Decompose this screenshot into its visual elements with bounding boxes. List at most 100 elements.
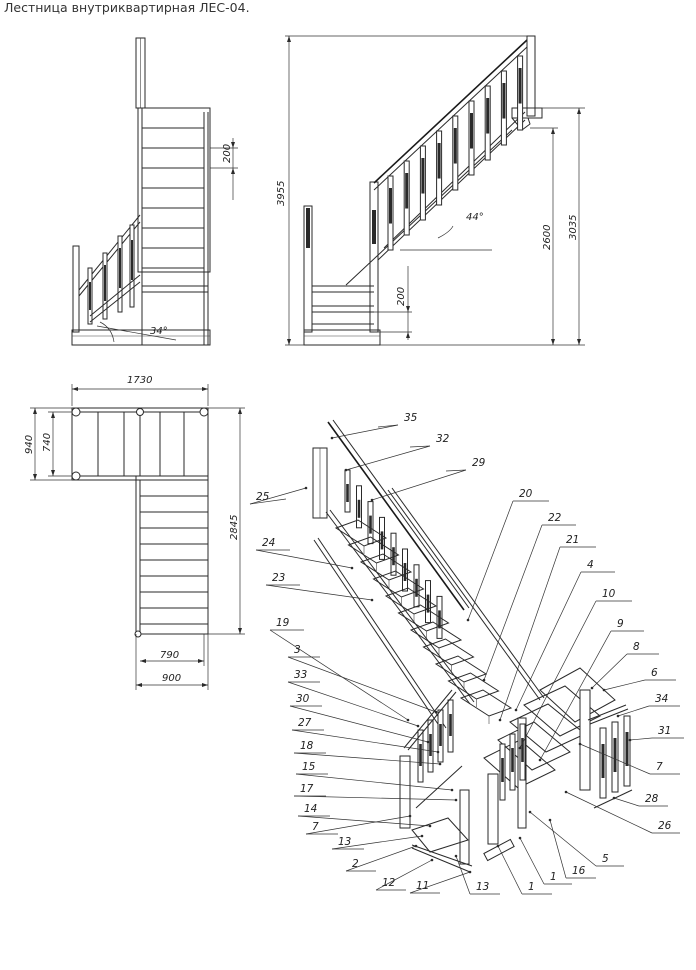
callout-leader xyxy=(255,549,353,569)
callout-arrow xyxy=(350,566,354,570)
callout-leader xyxy=(345,445,431,471)
callout-arrow xyxy=(482,678,486,682)
callout-label: 34 xyxy=(655,693,668,705)
callout-arrow xyxy=(578,742,582,746)
callout-arrow xyxy=(426,740,430,744)
callout-leader xyxy=(499,546,561,721)
callout-arrow xyxy=(454,854,458,858)
front-elevation-view: 34° 200 xyxy=(71,37,238,346)
callout-leader xyxy=(345,845,417,872)
callout-leader xyxy=(565,791,653,834)
callout-arrow xyxy=(420,834,424,838)
callout-leader xyxy=(371,469,467,501)
callout-leader xyxy=(539,630,612,761)
callout-underline xyxy=(249,498,287,505)
callout-label: 27 xyxy=(298,717,312,729)
callout-arrow xyxy=(466,618,470,622)
callout-leader xyxy=(269,629,409,721)
callout-label: 2 xyxy=(352,858,359,870)
callout-label: 7 xyxy=(312,821,319,833)
callout-underline xyxy=(445,469,467,472)
callout-label: 16 xyxy=(572,865,586,877)
callout-arrow xyxy=(454,798,458,802)
callout-arrow xyxy=(370,498,374,502)
callout-leader xyxy=(591,653,628,689)
callout-arrow xyxy=(436,750,440,754)
dim-total-height: 3955 xyxy=(276,181,287,206)
callout-arrow xyxy=(564,790,568,794)
callout-label: 31 xyxy=(658,725,671,737)
callout-leader xyxy=(617,705,650,717)
callout-arrow xyxy=(416,724,420,728)
callout-leader xyxy=(497,845,523,895)
callout-leader xyxy=(515,571,582,711)
callout-arrow xyxy=(406,718,410,722)
callout-arrow xyxy=(344,468,348,472)
callout-arrow xyxy=(304,486,308,490)
angle-lower-label: 34° xyxy=(150,326,168,337)
callout-label: 9 xyxy=(617,618,624,630)
callout-arrow xyxy=(438,762,442,766)
callout-arrow xyxy=(428,824,432,828)
callout-label: 28 xyxy=(645,793,659,805)
callout-arrow xyxy=(514,708,518,712)
callout-leader xyxy=(331,424,399,439)
callout-leader xyxy=(529,811,597,867)
callout-leader xyxy=(603,679,646,691)
callout-label: 20 xyxy=(519,488,533,500)
callout-label: 6 xyxy=(651,667,658,679)
callout-label: 4 xyxy=(587,559,594,571)
callout-leader xyxy=(295,773,453,791)
callout-arrow xyxy=(612,796,616,800)
callout-leader xyxy=(291,729,439,753)
dim-height-2600: 2600 xyxy=(542,225,553,250)
callout-label: 13 xyxy=(476,881,489,893)
callout-label: 10 xyxy=(602,588,616,600)
callout-label: 26 xyxy=(658,820,672,832)
callout-leader xyxy=(289,705,429,743)
callout-arrow xyxy=(498,718,502,722)
callout-label: 23 xyxy=(272,572,285,584)
callout-leader xyxy=(519,600,597,749)
callout-label: 24 xyxy=(262,537,275,549)
callout-arrow xyxy=(616,714,620,718)
callout-label: 18 xyxy=(300,740,314,752)
side-elevation-view: 44° 200 3955 2600 3035 xyxy=(276,35,585,346)
callout-label: 14 xyxy=(304,803,317,815)
callout-label: 7 xyxy=(656,761,663,773)
callout-arrow xyxy=(434,710,438,714)
callout-leader xyxy=(375,859,433,891)
callout-arrow xyxy=(528,810,532,814)
callout-leader xyxy=(483,524,543,681)
callout-arrow xyxy=(370,598,374,602)
callout-arrow xyxy=(430,858,434,862)
callout-label: 15 xyxy=(302,761,316,773)
callout-arrow xyxy=(628,738,632,742)
callout-underline xyxy=(409,445,431,448)
callout-leader xyxy=(455,855,471,895)
callout-arrow xyxy=(414,844,418,848)
callout-label: 1 xyxy=(550,871,557,883)
callout-label: 11 xyxy=(416,880,429,892)
callout-leader xyxy=(265,584,373,601)
dim-width-790: 790 xyxy=(160,650,179,661)
callout-label: 3 xyxy=(294,644,301,656)
callout-label: 1 xyxy=(528,881,535,893)
callout-label: 21 xyxy=(566,534,579,546)
angle-upper-label: 44° xyxy=(466,212,484,223)
callout-leader xyxy=(467,500,514,621)
callout-label: 5 xyxy=(602,853,609,865)
callout-arrow xyxy=(330,436,334,440)
callout-leader xyxy=(249,487,307,505)
dim-depth-940: 940 xyxy=(24,435,35,454)
dim-width-900: 900 xyxy=(162,673,181,684)
dim-width-total: 1730 xyxy=(127,375,152,386)
callout-leader xyxy=(579,743,651,775)
callout-label: 29 xyxy=(472,457,486,469)
callout-leader xyxy=(293,795,457,801)
callout-leader xyxy=(409,871,471,894)
callout-label: 8 xyxy=(633,641,640,653)
callout-arrow xyxy=(590,686,594,690)
callout-arrow xyxy=(548,818,552,822)
